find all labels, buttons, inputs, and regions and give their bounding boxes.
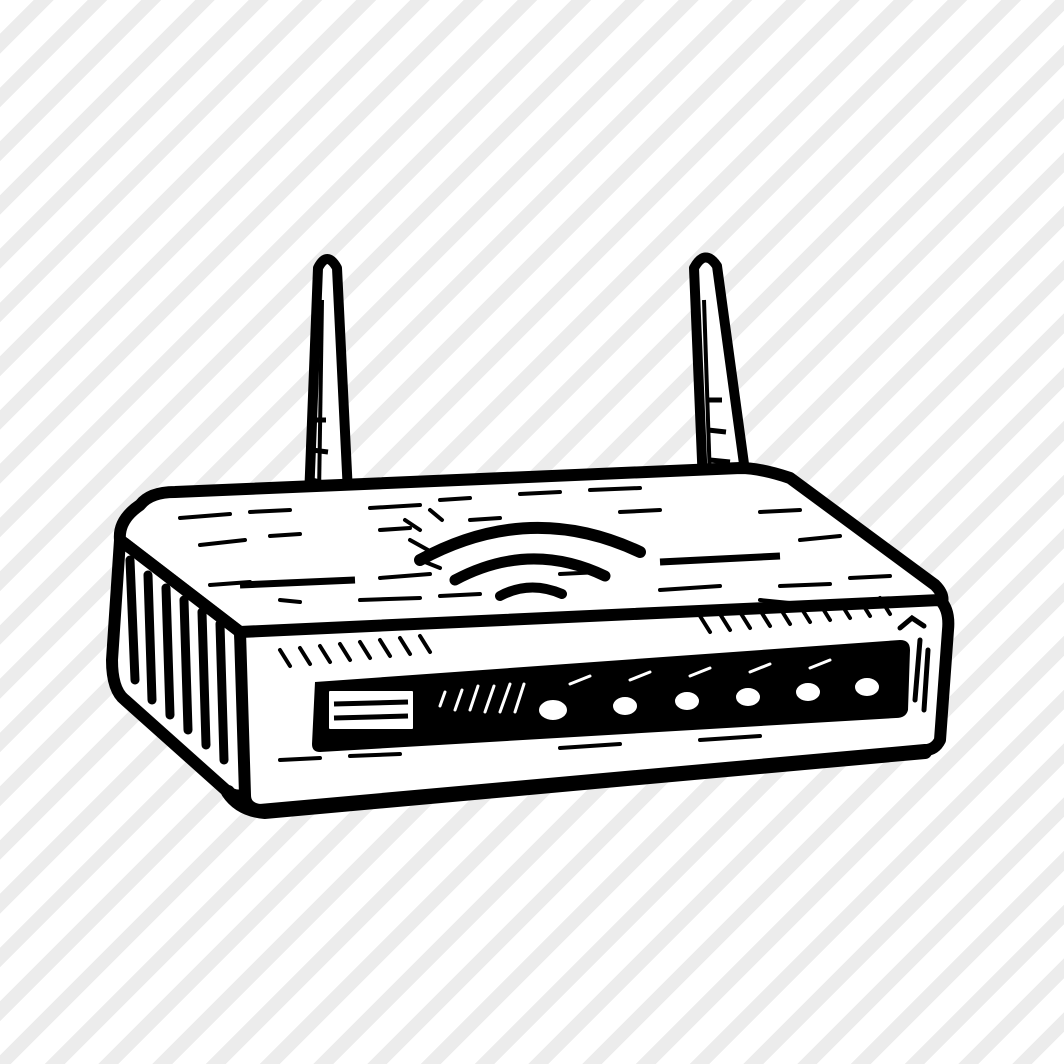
antenna-base-right	[659, 552, 781, 566]
wifi-arcs	[414, 521, 646, 601]
usb-port-icon	[323, 685, 419, 735]
port-led-5	[790, 677, 826, 707]
panel-scratches	[438, 658, 832, 714]
right-edge-detail	[897, 614, 931, 713]
router-bottom-edge	[221, 745, 932, 820]
port-led-4	[730, 682, 766, 712]
antenna-base-left	[239, 576, 356, 589]
port-led-3	[669, 686, 705, 716]
port-led-2	[607, 691, 643, 721]
port-led-1	[533, 694, 573, 726]
side-vents	[125, 555, 229, 765]
port-led-6	[849, 672, 885, 702]
front-hatching	[278, 596, 892, 762]
port-leds	[533, 672, 885, 726]
